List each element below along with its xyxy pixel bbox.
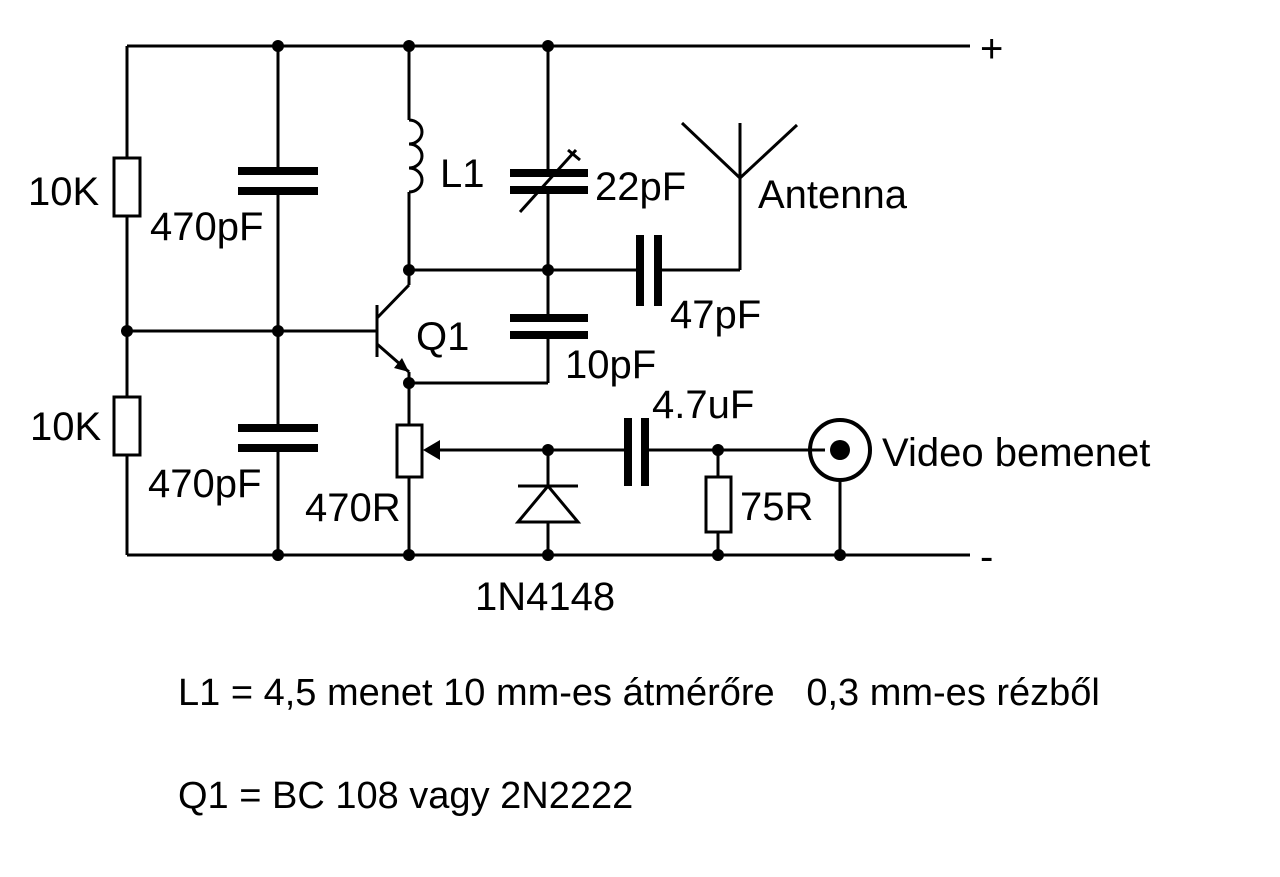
antenna-symbol: [680, 121, 799, 270]
transistor-q1: [375, 270, 411, 383]
capacitor-c2: [238, 424, 318, 555]
termination-resistor-label: 75R: [740, 485, 813, 529]
feedback-capacitor: [409, 270, 588, 385]
diode-1n4148: [514, 450, 582, 555]
capacitor-c1: [238, 46, 318, 428]
diode-label: 1N4148: [475, 575, 615, 619]
video-input-connector: [808, 418, 872, 555]
positive-terminal-label: +: [980, 27, 1003, 71]
output-capacitor: [636, 235, 740, 306]
potentiometer-470r: [395, 383, 440, 555]
potentiometer-label: 470R: [305, 486, 401, 530]
feedback-capacitor-label: 10pF: [565, 343, 656, 387]
inductor-l1-label: L1: [440, 152, 485, 196]
trimmer-capacitor-label: 22pF: [595, 165, 686, 209]
resistor-r2: [112, 395, 142, 555]
q1-spec-note: Q1 = BC 108 vagy 2N2222: [178, 775, 633, 817]
trimmer-capacitor: [510, 46, 588, 270]
output-capacitor-label: 47pF: [670, 293, 761, 337]
resistor-r1: [112, 46, 142, 397]
termination-resistor: [704, 450, 733, 555]
resistor-r1-label: 10K: [28, 170, 99, 214]
video-input-label: Video bemenet: [882, 431, 1150, 475]
junction-dots: [121, 40, 846, 561]
l1-spec-note: L1 = 4,5 menet 10 mm-es átmérőre 0,3 mm-…: [178, 672, 1100, 714]
resistor-r2-label: 10K: [30, 405, 101, 449]
input-capacitor: [624, 418, 825, 486]
capacitor-c1-label: 470pF: [150, 205, 263, 249]
input-capacitor-label: 4.7uF: [652, 383, 754, 427]
transistor-q1-label: Q1: [416, 315, 469, 359]
negative-terminal-label: -: [980, 535, 993, 579]
capacitor-c2-label: 470pF: [148, 462, 261, 506]
inductor-l1: [407, 46, 424, 270]
antenna-label: Antenna: [758, 173, 908, 217]
